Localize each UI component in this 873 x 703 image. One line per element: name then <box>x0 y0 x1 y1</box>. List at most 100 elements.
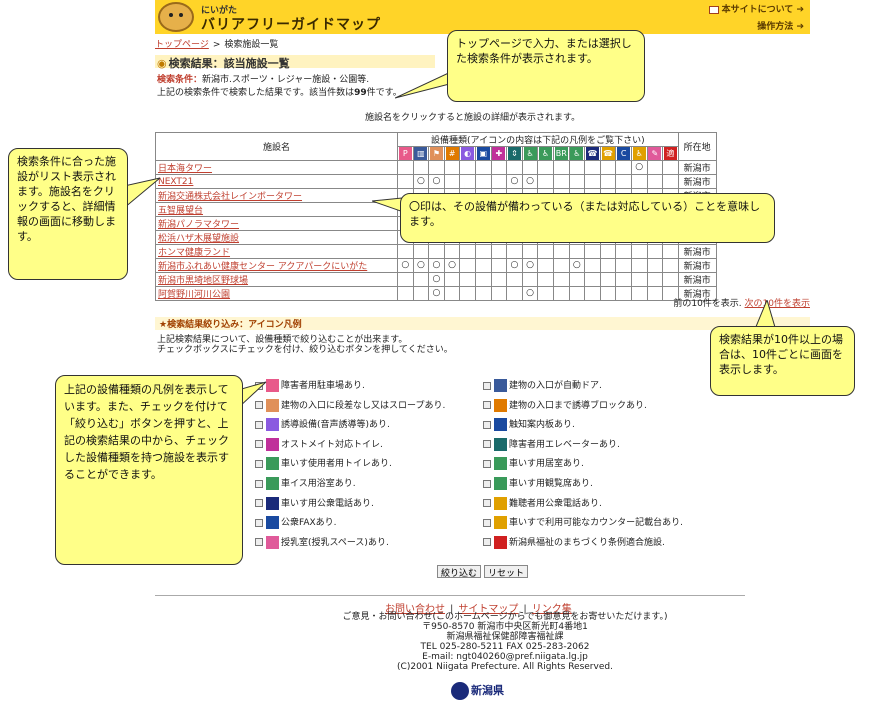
equip-cell <box>537 286 554 301</box>
legend-checkbox[interactable] <box>255 401 263 410</box>
mascot-logo-icon[interactable] <box>158 2 194 32</box>
table-row: ホンマ健康ランド新潟市 <box>155 244 717 259</box>
equip-cell: ○ <box>521 174 539 189</box>
about-site-link[interactable]: 本サイトについて ➔ <box>708 2 804 15</box>
legend-label: 車いす用居室あり. <box>509 459 584 470</box>
equip-cell <box>459 244 476 259</box>
equip-cell <box>474 244 492 259</box>
equip-cell <box>537 272 554 287</box>
legend-checkbox[interactable] <box>255 479 263 488</box>
equip-col-2: ⚑ <box>428 146 445 161</box>
table-row: 新潟市ふれあい健康センター アクアパークにいがた○○○○○○○新潟市 <box>155 258 717 273</box>
facility-link[interactable]: 松浜ハザ木展望施設 <box>158 234 240 244</box>
equip-cell <box>646 272 664 287</box>
facility-link[interactable]: NEXT21 <box>158 176 194 187</box>
legend-checkbox[interactable] <box>255 440 263 449</box>
legend-checkbox[interactable] <box>483 381 491 390</box>
site-title[interactable]: バリアフリーガイドマップ <box>201 17 381 33</box>
slope-icon <box>266 398 279 412</box>
equip-cell <box>412 286 430 301</box>
equip-cell <box>506 160 523 175</box>
filter-button[interactable]: 絞り込む <box>437 565 482 579</box>
legend-checkbox[interactable] <box>483 420 491 429</box>
legend-checkbox[interactable] <box>483 459 491 468</box>
equip-cell <box>521 244 539 259</box>
equip-cell <box>474 272 492 287</box>
legend-checkbox[interactable] <box>483 518 491 527</box>
how-to-link[interactable]: 操作方法 ➔ <box>757 22 804 32</box>
callout-circle-mark: 〇印は、その設備が備わっている（または対応している）ことを意味します。 <box>400 193 775 243</box>
wheelchair-toilet-icon: ♿ <box>523 147 537 160</box>
legend-checkbox[interactable] <box>483 440 491 449</box>
legend-label: 車イス用浴室あり. <box>281 479 356 489</box>
table-row: NEXT21○○○○新潟市 <box>155 174 717 189</box>
legend-checkbox[interactable] <box>483 479 491 488</box>
equip-cell <box>662 160 679 175</box>
links-link[interactable]: リンク集 <box>531 604 572 615</box>
legend-label: 建物の入口まで誘導ブロックあり. <box>509 400 647 411</box>
facility-link[interactable]: 五智展望台 <box>158 206 204 216</box>
facility-link[interactable]: ホンマ健康ランド <box>158 248 231 258</box>
equip-cell <box>630 174 648 189</box>
next-page-link[interactable]: 次の10件を表示 <box>744 299 810 309</box>
counter-icon <box>494 516 507 530</box>
facility-link[interactable]: 日本海タワー <box>158 164 213 174</box>
equip-cell: ○ <box>568 258 586 273</box>
equip-cell <box>537 244 554 259</box>
facility-link[interactable]: 阿賀野川河川公園 <box>158 290 231 300</box>
equip-cell <box>568 174 586 189</box>
voice-guide-icon <box>266 418 279 432</box>
legend-label: 建物の入口が自動ドア. <box>509 381 602 391</box>
legend-label: 車いすで利用可能なカウンター記載台あり. <box>509 518 683 529</box>
legend-checkbox[interactable] <box>483 499 491 508</box>
equip-cell <box>552 258 570 273</box>
equip-col-1: ▥ <box>412 146 430 161</box>
facility-link[interactable]: 新潟交通株式会社レインボータワー <box>158 192 303 202</box>
legend-checkbox[interactable] <box>255 518 263 527</box>
equip-col-0: P <box>397 146 414 161</box>
reset-button[interactable]: リセット <box>484 565 529 579</box>
equip-col-6: ✚ <box>490 146 508 161</box>
facility-link[interactable]: 新潟市黒埼地区野球場 <box>158 276 249 286</box>
equip-cell <box>521 272 539 287</box>
equip-cell: ○ <box>412 174 430 189</box>
legend-checkbox[interactable] <box>255 538 263 547</box>
facility-link[interactable]: 新潟市ふれあい健康センター アクアパークにいがた <box>158 262 368 272</box>
equip-cell <box>474 174 492 189</box>
callout-facility-list: 検索条件に合った施設がリスト表示されます。施設名をクリックすると、詳細情報の画面… <box>8 148 128 280</box>
legend-item: 建物の入口が自動ドア. <box>483 378 602 392</box>
facility-link[interactable]: 新潟パノラマタワー <box>158 220 240 230</box>
location-cell: 新潟市 <box>677 258 717 273</box>
equip-cell <box>490 174 508 189</box>
ostomate-icon <box>266 437 279 451</box>
equip-cell <box>412 244 430 259</box>
ostomate-icon: ✚ <box>492 147 506 160</box>
legend-checkbox[interactable] <box>483 538 491 547</box>
equip-cell <box>568 244 586 259</box>
equip-col-9: ♿ <box>537 146 554 161</box>
equip-col-16: ✎ <box>646 146 664 161</box>
equip-col-10: BR <box>552 146 570 161</box>
legend-checkbox[interactable] <box>255 420 263 429</box>
legend-checkbox[interactable] <box>255 459 263 468</box>
breadcrumb: トップページ>検索施設一覧 <box>155 40 279 50</box>
legend-item: 車いすで利用可能なカウンター記載台あり. <box>483 515 683 530</box>
tactile-board-icon <box>494 418 507 432</box>
equip-cell <box>630 244 648 259</box>
contact-link[interactable]: お問い合わせ <box>385 604 445 615</box>
equip-cell <box>443 174 461 189</box>
footer-links: お問い合わせ|サイトマップ|リンク集 <box>385 604 572 615</box>
legend-checkbox[interactable] <box>255 499 263 508</box>
legend-label: 車いす用観覧席あり. <box>509 479 593 489</box>
sitemap-link[interactable]: サイトマップ <box>458 604 519 615</box>
legend-item: 障害者用エレベーターあり. <box>483 437 620 451</box>
equip-col-11: ♿ <box>568 146 586 161</box>
braille-block-icon <box>494 398 507 412</box>
hearing-phone-icon: ☎ <box>601 147 615 160</box>
breadcrumb-top-link[interactable]: トップページ <box>155 40 209 50</box>
prefecture-logo[interactable]: 新潟県 <box>451 682 504 700</box>
equip-col-3: # <box>443 146 461 161</box>
legend-item: 建物の入口に段差なし又はスロープあり. <box>255 398 445 412</box>
legend-checkbox[interactable] <box>483 401 491 410</box>
equip-cell <box>646 174 664 189</box>
